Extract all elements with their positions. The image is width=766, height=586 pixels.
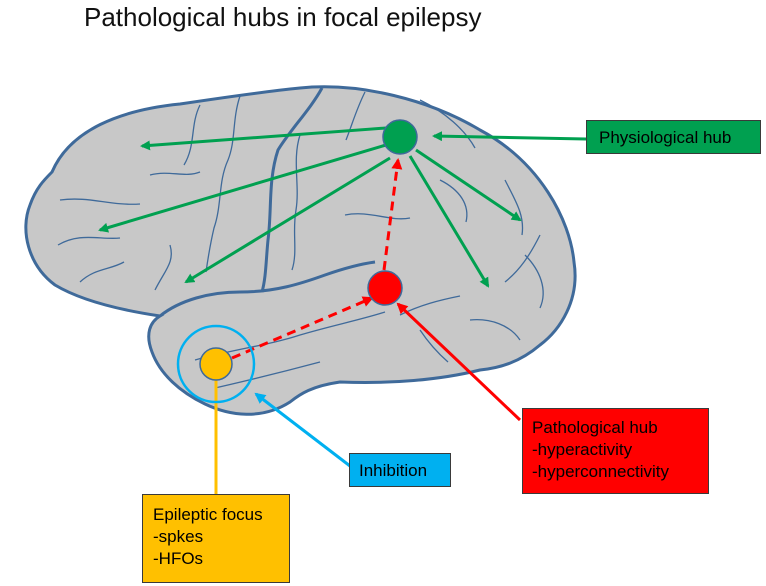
pathological-hub-title: Pathological hub xyxy=(532,418,658,437)
epileptic-focus-line-hfos: -HFOs xyxy=(153,549,204,568)
pathological-hub-node xyxy=(367,270,403,306)
arrow-inhibition-label xyxy=(254,392,351,468)
epileptic-focus-node xyxy=(199,347,233,381)
inhibition-label: Inhibition xyxy=(349,453,451,487)
arrow-hub-to-parietal xyxy=(415,148,522,222)
epileptic-focus-title: Epileptic focus xyxy=(153,505,263,524)
sylvian-fissure xyxy=(159,260,376,318)
arrow-hub-to-prefrontal xyxy=(98,143,387,233)
arrow-hub-to-motor xyxy=(184,156,391,284)
dashed-pathological-to-physiological-hub xyxy=(382,158,403,271)
inhibition-ring xyxy=(176,324,256,404)
arrow-hub-to-occipital xyxy=(408,155,490,288)
pathological-hub-line-hyperconnectivity: -hyperconnectivity xyxy=(532,462,670,481)
epileptic-focus-line-spikes: -spkes xyxy=(153,527,204,546)
epileptic-focus-label: Epileptic focus -spkes -HFOs xyxy=(142,494,290,583)
dashed-focus-to-pathological-hub xyxy=(231,296,374,360)
arrow-label-to-hub xyxy=(432,131,587,142)
pathological-connections xyxy=(231,158,403,360)
physiological-hub-connections xyxy=(98,126,587,288)
arrow-hub-to-frontal xyxy=(140,126,387,151)
inhibition-text: Inhibition xyxy=(359,461,428,480)
diagram-title: Pathological hubs in focal epilepsy xyxy=(84,2,482,32)
physiological-hub-label: Physiological hub xyxy=(586,120,761,154)
brain-outline xyxy=(24,85,577,416)
arrow-pathological-label xyxy=(396,302,522,422)
physiological-hub-node xyxy=(382,119,418,155)
physiological-hub-text: Physiological hub xyxy=(599,128,732,147)
central-sulcus xyxy=(260,87,324,293)
pathological-hub-label: Pathological hub -hyperactivity -hyperco… xyxy=(522,408,709,494)
pathological-hub-line-hyperactivity: -hyperactivity xyxy=(532,440,633,459)
